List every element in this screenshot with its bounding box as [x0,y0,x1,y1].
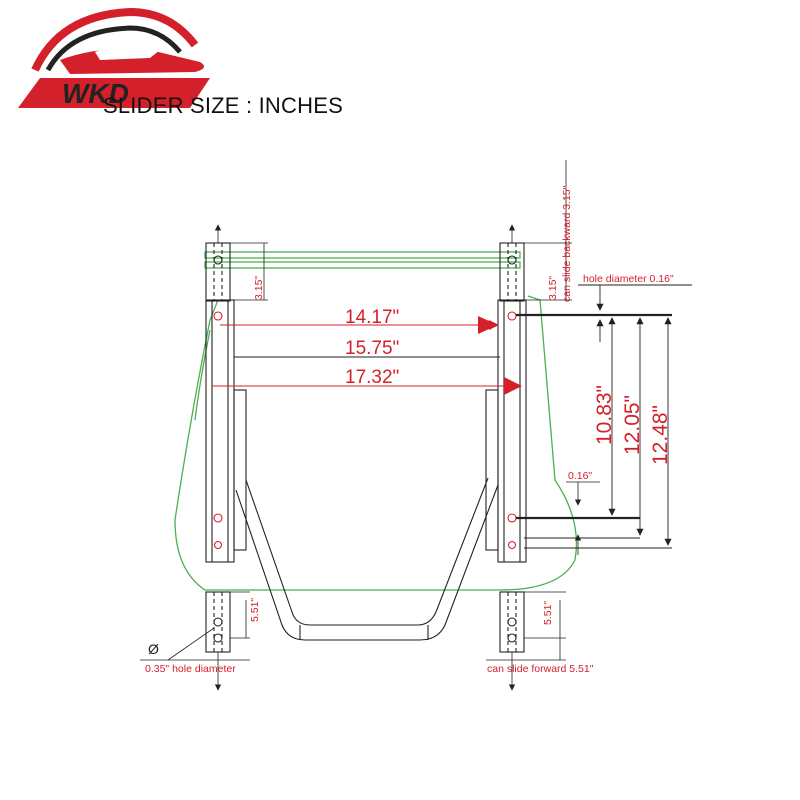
width-middle-label: 15.75" [345,338,399,359]
slide-forward-callout: can slide forward 5.51" [487,663,594,675]
left-rail [205,242,247,653]
slide-backward-callout: can slide backward 3.15" [561,185,573,302]
page-title: SLIDER SIZE : INCHES [103,93,343,118]
release-bar [235,477,499,641]
forward-travel-left-label: 5.51" [249,598,261,622]
length-dimension-lines [516,313,672,549]
length-holes-label: 10.83" [593,385,616,445]
forward-travel-right-label: 5.51" [542,601,554,625]
backward-travel-right-label: 3.15" [547,276,559,300]
brand-logo: WKD [18,7,210,109]
rail-offset-label: 0.16" [568,470,592,482]
backward-travel-left-label: 3.15" [253,276,265,300]
phi-symbol: Ø [148,641,159,657]
rail-center-lines [214,224,516,691]
hole-diameter-large-label: 0.35" hole diameter [145,663,236,675]
hole-diameter-small-label: hole diameter 0.16" [583,273,674,285]
hole-diameter-leader [578,284,692,342]
length-overall-label: 12.48" [649,405,672,465]
forward-travel-lines [140,591,566,661]
seat-outline [174,251,578,591]
width-dimension-lines [212,316,522,395]
length-mid-label: 12.05" [621,395,644,455]
width-inner-label: 14.17" [345,307,399,328]
rail-offset-leader [566,481,600,555]
backward-travel-lines [230,160,572,301]
logo-text: WKD [62,78,129,109]
width-outer-label: 17.32" [345,367,399,388]
